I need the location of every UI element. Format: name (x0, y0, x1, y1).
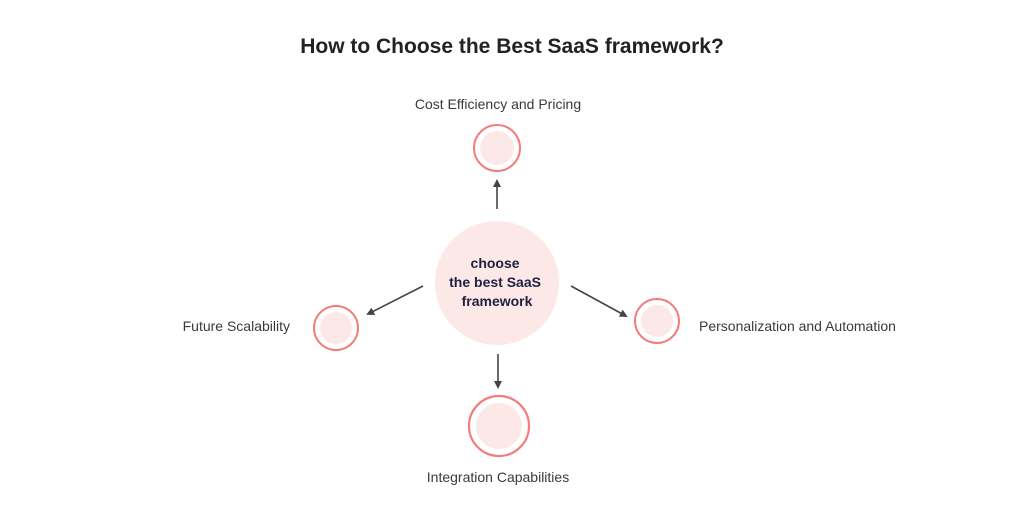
diagram-title: How to Choose the Best SaaS framework? (300, 35, 724, 58)
node-left: Future Scalability (183, 305, 359, 351)
arrow-left (366, 285, 424, 315)
label-cost-efficiency: Cost Efficiency and Pricing (415, 96, 581, 112)
node-top: Cost Efficiency and Pricing (415, 96, 581, 172)
arrow-right (570, 285, 628, 317)
center-label: choose the best SaaS framework (449, 255, 545, 309)
label-personalization: Personalization and Automation (699, 318, 896, 334)
center-node (435, 221, 559, 345)
node-right: Personalization and Automation (634, 298, 896, 344)
arrows (366, 179, 628, 389)
node-bottom: Integration Capabilities (427, 394, 569, 485)
label-future-scalability: Future Scalability (183, 318, 290, 334)
label-integration: Integration Capabilities (427, 469, 569, 485)
